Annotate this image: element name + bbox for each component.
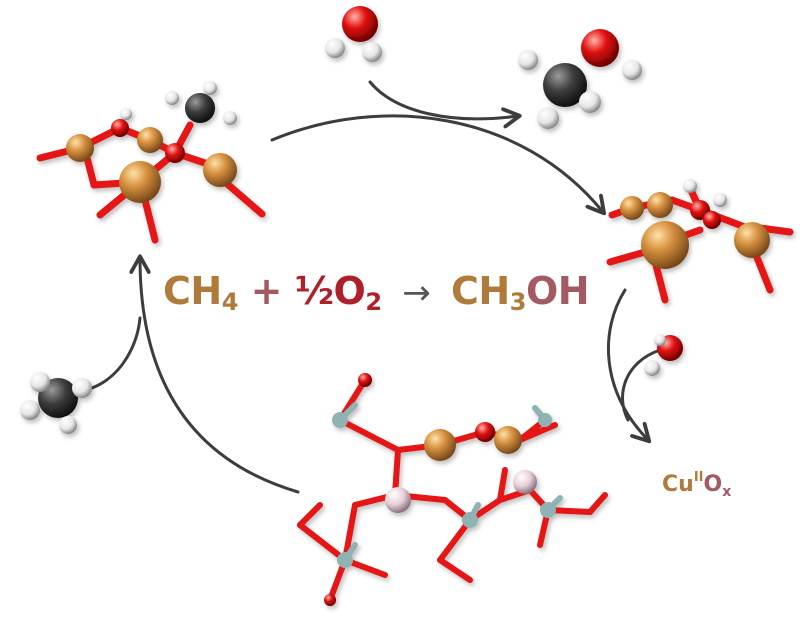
copper-symbol: Cu [662, 472, 694, 497]
methanol-formula-oh: OH [525, 269, 590, 313]
reaction-arrow: → [402, 273, 431, 313]
methane-molecule [20, 372, 92, 434]
arrow-top-to-right [270, 114, 603, 212]
methane-formula-ch: CH [163, 269, 222, 313]
cu-oxo-hydroxyl-molecule [606, 179, 794, 304]
arrow-right-down [606, 288, 648, 440]
reaction-equation: CH4 + ½O2 → CH3OH [163, 269, 590, 314]
arrow-methane-in [90, 316, 142, 390]
oxygen-subscript: 2 [365, 288, 382, 316]
oxygen-symbol: O [703, 472, 723, 497]
cycle-arrows [90, 80, 662, 494]
arrow-water-release [621, 348, 662, 422]
methane-formula-subscript: 4 [221, 288, 239, 316]
oxidation-state-superscript: II [693, 470, 704, 485]
zeolite-copper-framework [297, 373, 608, 606]
half-oxygen-formula: ½O [294, 269, 366, 313]
methanol-molecule [518, 29, 642, 129]
methanol-formula-subscript: 3 [509, 288, 527, 316]
arrow-bottom-to-left [140, 258, 300, 494]
arrow-water-in [368, 80, 518, 119]
cu-oxo-methane-molecule [36, 81, 266, 244]
water-molecule-out [644, 334, 683, 376]
plus-sign: + [250, 269, 283, 313]
copper-oxide-label: CuIIOx [662, 470, 732, 500]
methanol-formula-ch: CH [451, 269, 510, 313]
oxygen-count-subscript: x [722, 484, 732, 500]
water-molecule-in [325, 6, 382, 62]
